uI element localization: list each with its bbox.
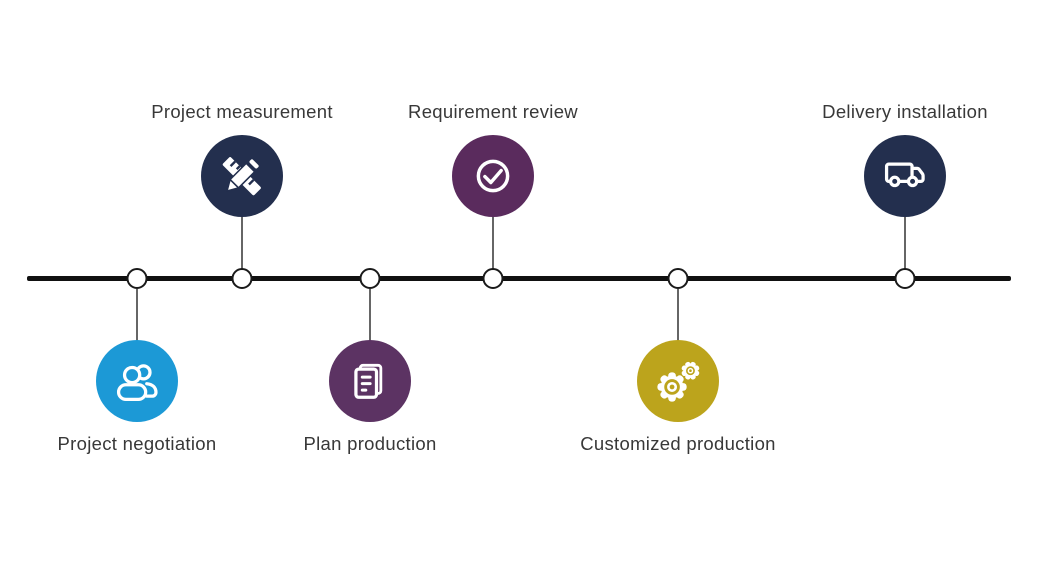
step-bubble (96, 340, 178, 422)
step-bubble (329, 340, 411, 422)
check-circle-icon (467, 150, 519, 202)
timeline-node (231, 268, 253, 289)
step-bubble (452, 135, 534, 217)
connector-line (677, 289, 679, 341)
gears-icon (652, 355, 704, 407)
ruler-pencil-icon (216, 150, 268, 202)
timeline-node (482, 268, 504, 289)
connector-line (369, 289, 371, 341)
timeline-node (126, 268, 148, 289)
timeline-axis (27, 276, 1011, 281)
step-bubble (637, 340, 719, 422)
people-icon (111, 355, 163, 407)
step-label: Requirement review (408, 101, 578, 122)
step-label: Project negotiation (57, 433, 217, 454)
connector-line (492, 216, 494, 269)
connector-line (241, 216, 243, 269)
step-bubble (864, 135, 946, 217)
step-label: Customized production (580, 433, 776, 454)
document-icon (344, 355, 396, 407)
timeline-node (894, 268, 916, 289)
timeline-node (359, 268, 381, 289)
step-label: Project measurement (151, 101, 333, 122)
connector-line (904, 216, 906, 269)
step-bubble (201, 135, 283, 217)
timeline-node (667, 268, 689, 289)
step-label: Plan production (303, 433, 437, 454)
truck-icon (879, 150, 931, 202)
connector-line (136, 289, 138, 341)
step-label: Delivery installation (822, 101, 988, 122)
